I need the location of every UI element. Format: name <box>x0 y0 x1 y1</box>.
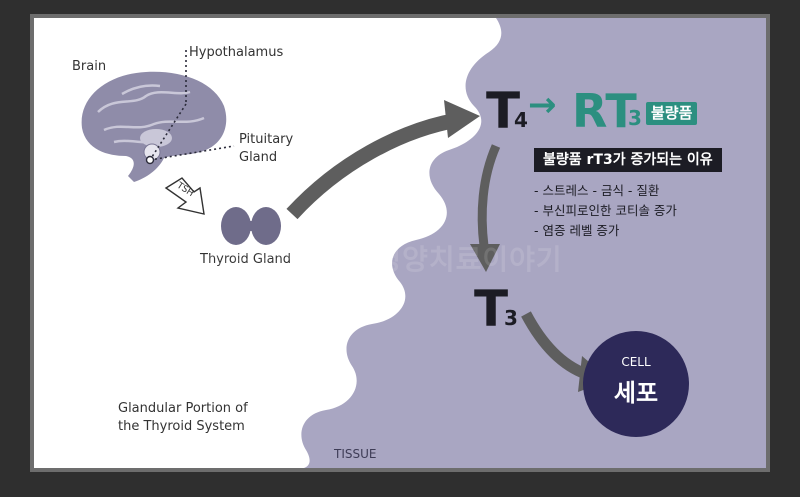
t3-label: T <box>474 280 509 338</box>
glandular-label-2: the Thyroid System <box>118 419 245 434</box>
hypothalamus-label: Hypothalamus <box>189 45 284 60</box>
reason-item: - 부신피로인한 코티솔 증가 <box>534 203 677 218</box>
pointer-lines <box>145 50 235 165</box>
brain-label: Brain <box>72 59 107 74</box>
rt3-subscript: 3 <box>628 106 642 130</box>
glandular-label-1: Glandular Portion of <box>118 401 248 416</box>
pituitary-label-2: Gland <box>239 150 278 165</box>
cell-label-ko: 세포 <box>613 379 659 407</box>
tissue-label: TISSUE <box>334 447 377 461</box>
diagram-frame: Brain Hypothalamus Pituitary Gland TSH T… <box>30 14 770 472</box>
t4-label: T <box>486 82 521 140</box>
tsh-arrow-icon <box>164 177 205 215</box>
conversion-arrow: → <box>528 85 557 125</box>
reason-item: - 스트레스 - 금식 - 질환 <box>534 183 660 198</box>
rt3-badge: 불량품 <box>646 102 698 125</box>
cell-circle: CELL 세포 <box>583 331 689 437</box>
t4-subscript: 4 <box>514 108 528 132</box>
reasons-title: 불량품 rT3가 증가되는 이유 <box>534 148 722 172</box>
cell-label-en: CELL <box>621 355 651 369</box>
pituitary-label-1: Pituitary <box>239 132 294 147</box>
thyroid-gland-illustration <box>221 207 281 245</box>
brain-illustration <box>81 71 227 182</box>
thyroid-gland-label: Thyroid Gland <box>200 252 292 267</box>
reason-item: - 염증 레벨 증가 <box>534 223 620 238</box>
t3-subscript: 3 <box>504 306 518 330</box>
watermark-text: 리브엔의사의 영양치료이야기 <box>204 243 563 276</box>
rt3-label: RT <box>572 84 637 138</box>
